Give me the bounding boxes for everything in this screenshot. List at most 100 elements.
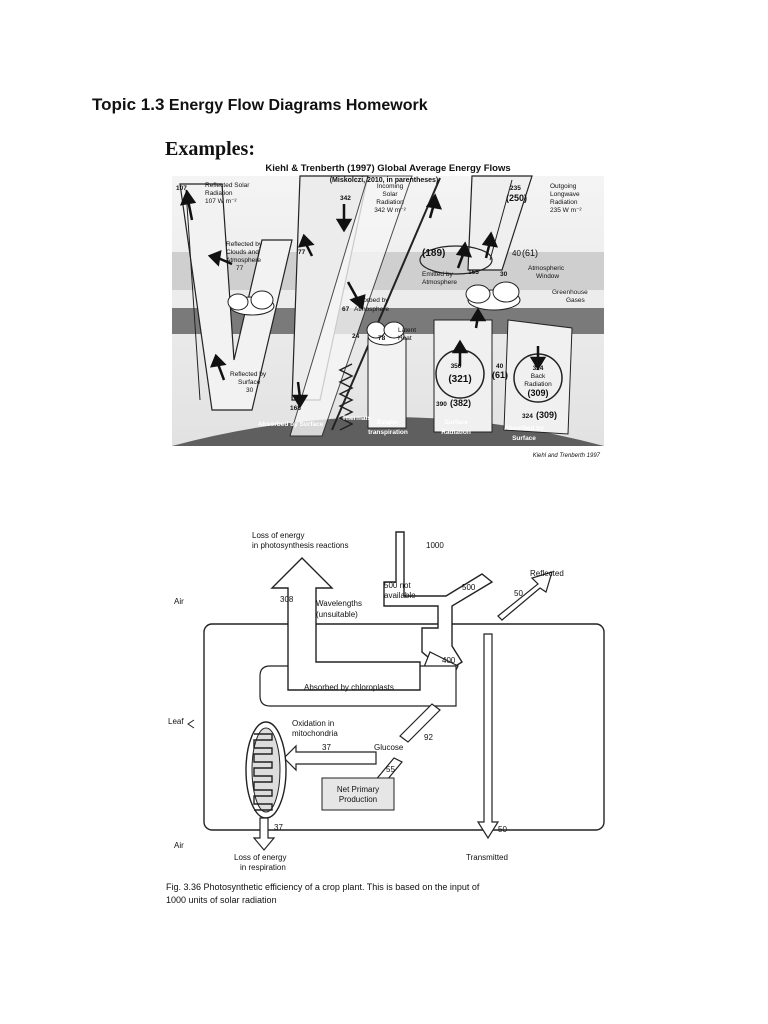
photosynthesis-loss-arrow bbox=[270, 557, 421, 691]
label-abs-surf-1: Absorbed by bbox=[504, 425, 544, 432]
label-reflected-solar-2: Radiation bbox=[205, 190, 233, 197]
label-abs-surf-2: Surface bbox=[512, 435, 536, 442]
respiration-loss-arrow bbox=[252, 817, 276, 851]
label-78: 78 bbox=[378, 335, 386, 342]
absorbed-diagonal bbox=[331, 177, 441, 431]
label-50-reflected: 50 bbox=[514, 589, 523, 598]
label-107: 107 bbox=[176, 185, 187, 192]
upper-atmosphere-band bbox=[172, 252, 604, 290]
label-1000: 1000 bbox=[426, 541, 444, 550]
label-235: 235 bbox=[510, 185, 521, 192]
topic-number: Topic 1.3 bbox=[92, 95, 165, 114]
figure-caption-line-2: 1000 units of solar radiation bbox=[166, 895, 277, 905]
label-oxidation-1: Oxidation in bbox=[292, 719, 334, 728]
label-165: 165 bbox=[468, 269, 479, 276]
label-absorbed-atm-1: Absorbed by bbox=[352, 297, 389, 304]
label-309: (309) bbox=[527, 388, 548, 398]
back-radiation-column bbox=[503, 319, 573, 435]
diagram1-credit: Kiehl and Trenberth 1997 bbox=[533, 453, 601, 459]
label-wavelengths-2: (unsuitable) bbox=[316, 610, 358, 619]
label-window-2: Window bbox=[536, 273, 559, 280]
label-clouds-1: Reflected by bbox=[226, 241, 263, 248]
label-500: 500 bbox=[462, 583, 476, 592]
topic-title-text: Energy Flow Diagrams Homework bbox=[168, 97, 428, 114]
label-absorbed-chloro: Absorbed by chloroplasts bbox=[304, 683, 394, 692]
label-67: 67 bbox=[342, 306, 350, 313]
label-321: (321) bbox=[448, 374, 471, 385]
label-incoming-4: 342 W m⁻² bbox=[374, 207, 406, 214]
respiration-input-arrow bbox=[283, 744, 377, 772]
label-350: 350 bbox=[451, 363, 462, 370]
label-surf-rad-1: Surface bbox=[444, 419, 468, 426]
mitochondrion-icon bbox=[245, 721, 287, 819]
page-title: Topic 1.3 Energy Flow Diagrams Homework bbox=[92, 95, 428, 115]
label-surface-1: Reflected by bbox=[230, 371, 267, 378]
label-air-top: Air bbox=[174, 597, 184, 606]
label-outgoing-3: Radiation bbox=[550, 199, 578, 206]
label-loss-photo-2: in photosynthesis reactions bbox=[252, 541, 349, 550]
diagram1-subtitle: (Miskolczi, 2010, in parentheses) bbox=[330, 177, 439, 184]
surface-radiation-column bbox=[433, 319, 493, 433]
label-glucose: Glucose bbox=[374, 743, 404, 752]
label-61b: (61) bbox=[492, 370, 508, 380]
label-npp-2: Production bbox=[339, 795, 377, 804]
emitted-ellipse bbox=[419, 245, 493, 275]
label-clouds-value: 77 bbox=[236, 265, 244, 272]
label-not-avail-2: available bbox=[384, 591, 416, 600]
thermals-zigzag bbox=[338, 363, 354, 431]
energy-budget-diagram: Kiehl & Trenberth (1997) Global Average … bbox=[172, 163, 604, 459]
label-24: 24 bbox=[352, 333, 360, 340]
label-reflected-solar-3: 107 W m⁻² bbox=[205, 198, 237, 205]
label-loss-resp-2: in respiration bbox=[240, 863, 286, 872]
label-window-1: Atmospheric bbox=[528, 265, 565, 272]
label-latent-1: Latent bbox=[398, 327, 416, 334]
label-loss-photo-1: Loss of energy bbox=[252, 531, 304, 540]
label-37-resp: 37 bbox=[274, 823, 283, 832]
label-40: 40 bbox=[512, 249, 521, 258]
label-emitted-1: Emitted by bbox=[422, 271, 453, 278]
earth-surface bbox=[172, 417, 604, 446]
label-incoming-1: Incoming bbox=[377, 183, 404, 190]
label-reflected-solar-1: Reflected Solar bbox=[205, 182, 250, 189]
label-npp-1: Net Primary bbox=[337, 785, 379, 794]
label-air-bottom: Air bbox=[174, 841, 184, 850]
label-not-avail-1: 500 not bbox=[384, 581, 411, 590]
label-oxidation-2: mitochondria bbox=[292, 729, 338, 738]
reflected-inner-line bbox=[185, 189, 201, 401]
label-77: 77 bbox=[298, 249, 306, 256]
examples-heading: Examples: bbox=[165, 138, 255, 160]
label-incoming-2: Solar bbox=[382, 191, 398, 198]
label-latent-2: Heat bbox=[398, 335, 412, 342]
label-390: 390 bbox=[436, 401, 447, 408]
label-surface-value: 30 bbox=[246, 387, 254, 394]
label-189: (189) bbox=[422, 248, 445, 259]
latent-heat-column bbox=[367, 337, 407, 429]
label-absorbed-atm-2: Atmosphere bbox=[354, 306, 389, 313]
label-61: (61) bbox=[522, 248, 538, 258]
incoming-surface-beam bbox=[289, 175, 413, 437]
leaf-outline bbox=[203, 623, 605, 831]
label-incoming-3: Radiation bbox=[376, 199, 404, 206]
label-309b: (309) bbox=[536, 410, 557, 420]
label-surf-rad-2: Radiation bbox=[441, 429, 471, 436]
cloud-right bbox=[465, 281, 521, 311]
label-loss-resp-1: Loss of energy bbox=[234, 853, 286, 862]
label-55: 55 bbox=[386, 765, 395, 774]
diagram1-title: Kiehl & Trenberth (1997) Global Average … bbox=[265, 163, 510, 174]
label-gh-1: Greenhouse bbox=[552, 289, 588, 296]
label-evapo-2: transpiration bbox=[368, 429, 408, 436]
label-clouds-3: Atmosphere bbox=[226, 257, 261, 264]
label-outgoing-1: Outgoing bbox=[550, 183, 577, 190]
label-308: 308 bbox=[280, 595, 294, 604]
label-382: (382) bbox=[450, 398, 471, 408]
label-168: 168 bbox=[290, 405, 301, 412]
label-absorbed-surface: Absorbed by Surface bbox=[258, 421, 324, 428]
glucose-input-arrow bbox=[399, 703, 441, 743]
label-transmitted: Transmitted bbox=[466, 853, 508, 862]
label-outgoing-4: 235 W m⁻² bbox=[550, 207, 582, 214]
label-reflected: Reflected bbox=[530, 569, 564, 578]
label-30: 30 bbox=[500, 271, 508, 278]
transmitted-arrow bbox=[476, 633, 500, 840]
npp-box bbox=[321, 777, 395, 811]
figure-caption-line-1: Fig. 3.36 Photosynthetic efficiency of a… bbox=[166, 882, 480, 892]
